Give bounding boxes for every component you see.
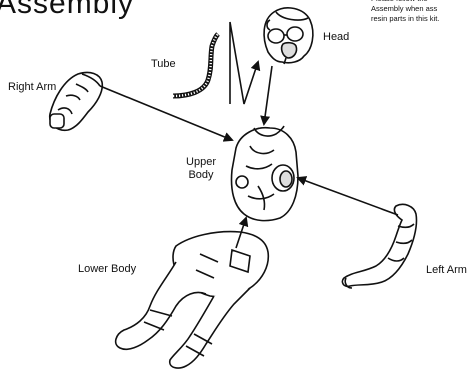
lower-body-part — [116, 232, 269, 368]
arrow-head-to-upper-body — [264, 66, 272, 124]
tube-part — [173, 34, 218, 96]
upper-body-part — [232, 126, 299, 221]
left-arm-part — [342, 204, 416, 288]
right-arm-part — [50, 72, 103, 130]
arrow-left-arm-to-upper-body — [298, 178, 398, 215]
arrow-right-arm-to-upper-body — [100, 86, 232, 140]
head-part — [264, 8, 313, 64]
arrow-tube-to-head — [230, 22, 258, 104]
